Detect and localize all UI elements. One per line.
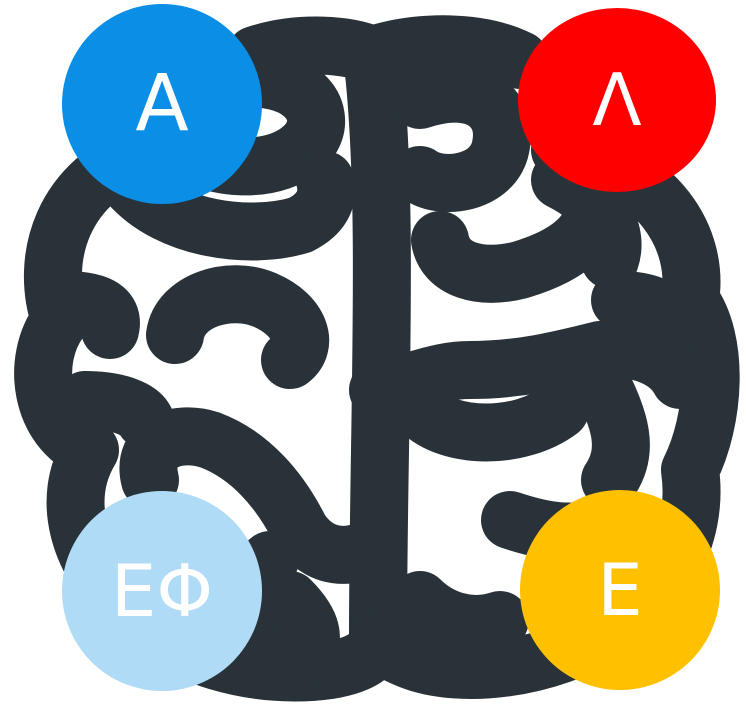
- badge-top-right-label: Λ: [592, 64, 641, 136]
- badge-bottom-left: ΕΦ: [62, 491, 262, 691]
- badge-bottom-right: Ε: [520, 490, 720, 690]
- badge-top-right: Λ: [518, 8, 716, 192]
- badge-bottom-left-label: ΕΦ: [111, 555, 213, 627]
- badge-bottom-right-label: Ε: [597, 554, 643, 626]
- badge-top-left-label: Α: [135, 65, 188, 143]
- badge-top-left: Α: [62, 4, 262, 204]
